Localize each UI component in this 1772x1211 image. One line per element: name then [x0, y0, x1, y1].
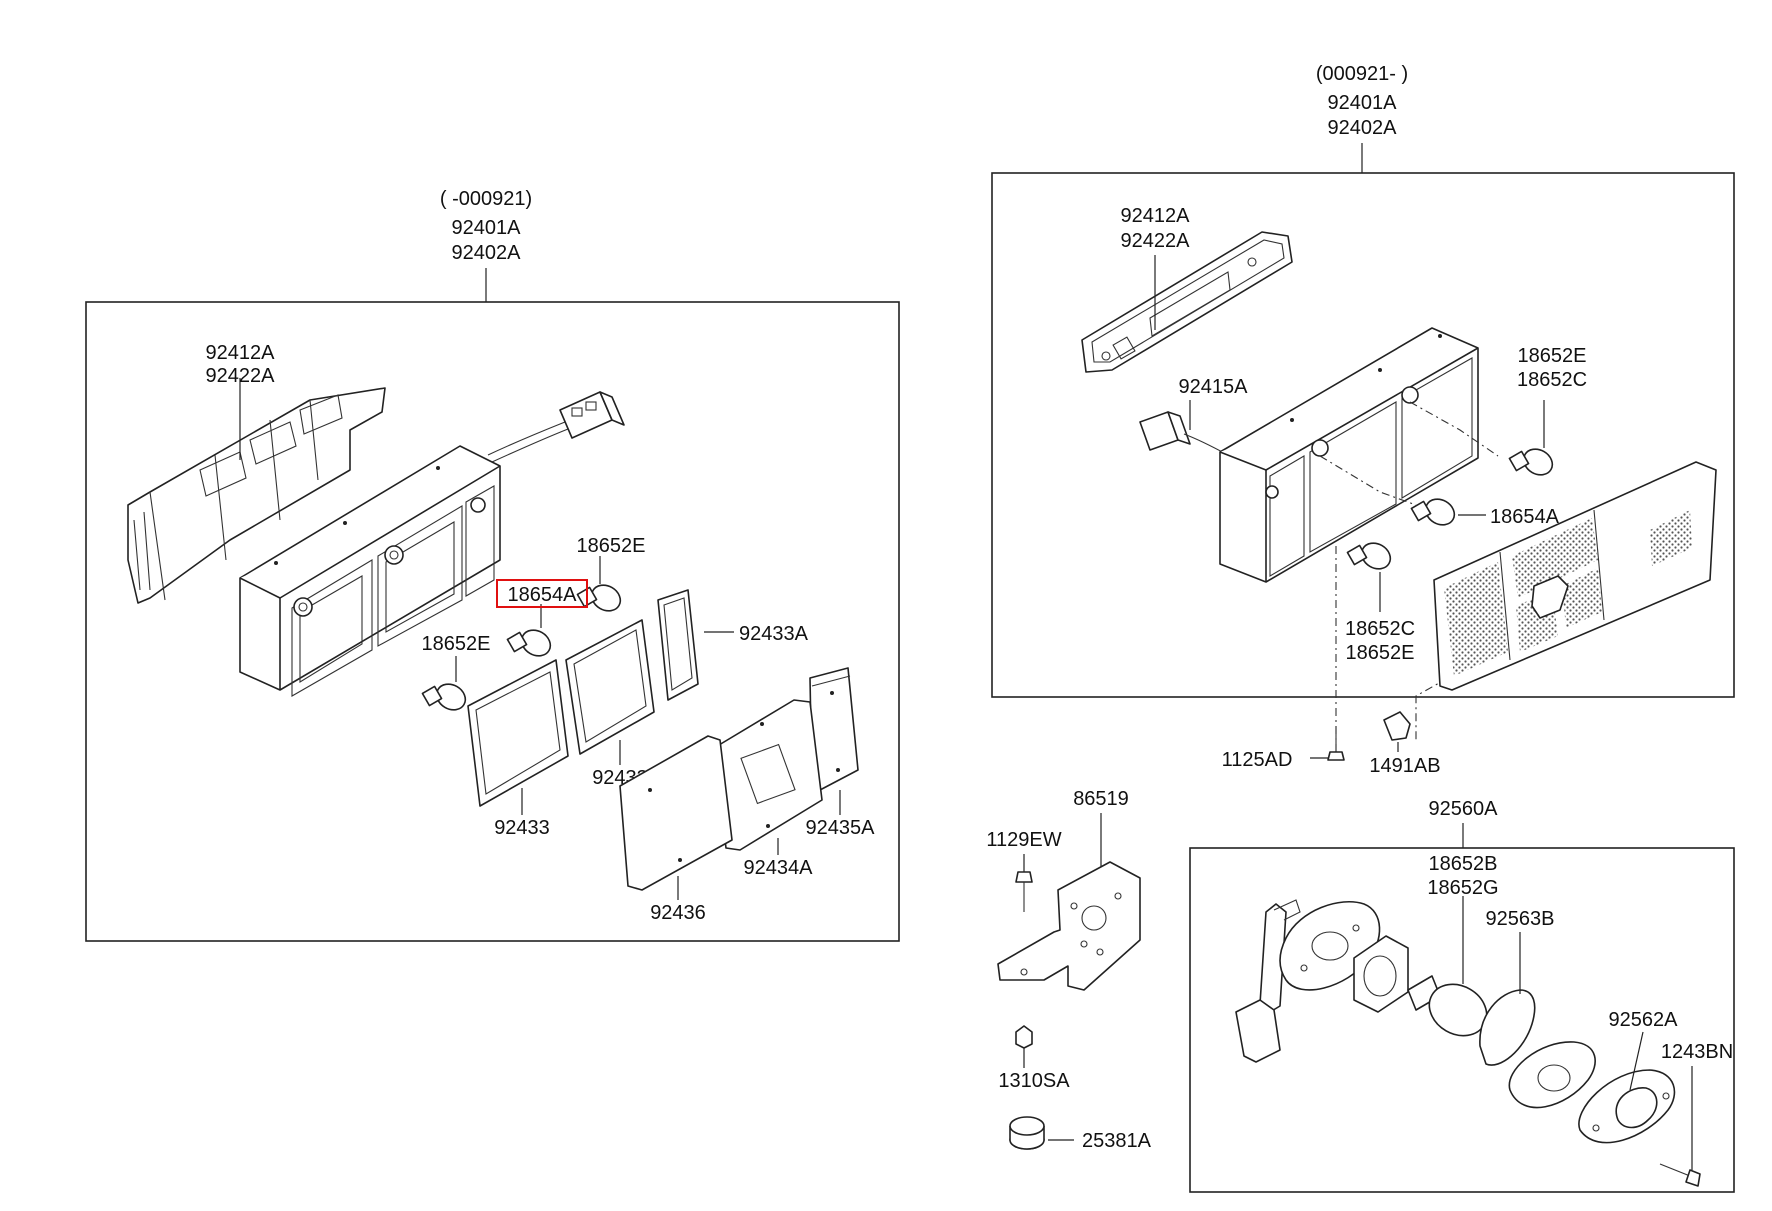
right-bulb-alignment-line — [1319, 455, 1417, 506]
label-92433A[interactable]: 92433A — [739, 623, 809, 645]
right-clip-alignment-line — [1415, 677, 1449, 740]
label-18652E-left[interactable]: 18652E — [422, 633, 491, 655]
left-assembly-period: ( -000921) — [440, 188, 532, 210]
left-assembly: ( -000921) 92401A 92402A 92412A 92422A — [85, 188, 900, 942]
license-lamp-lens-drawing — [1479, 989, 1536, 1066]
right-assembly: (000921- ) 92401A 92402A 92412A 92422A 9… — [991, 63, 1735, 777]
label-18652G[interactable]: 18652G — [1427, 877, 1498, 899]
left-gasket-small-drawing — [657, 589, 699, 701]
left-bulb-selected-drawing — [506, 629, 552, 657]
label-18654A-right[interactable]: 18654A — [1490, 506, 1560, 528]
license-lamp-assembly: 92560A 18652B 18652G 92563B — [1189, 798, 1735, 1193]
left-wire-harness — [487, 421, 566, 456]
label-1310SA[interactable]: 1310SA — [998, 1070, 1070, 1092]
label-18652E-right[interactable]: 18652E — [1518, 345, 1587, 367]
label-1129EW[interactable]: 1129EW — [986, 829, 1061, 851]
label-86519[interactable]: 86519 — [1073, 788, 1129, 810]
bracket-86519-drawing — [997, 861, 1141, 991]
label-92562A[interactable]: 92562A — [1609, 1009, 1679, 1031]
right-bulb-top-drawing — [1508, 448, 1554, 476]
label-92433-left[interactable]: 92433 — [494, 817, 550, 839]
right-lamp-body-drawing — [1219, 327, 1479, 583]
left-gasket-mid-drawing — [565, 619, 655, 755]
left-bulb-top-drawing — [576, 584, 622, 612]
license-lamp-gasket-drawing — [1508, 1041, 1596, 1109]
license-lamp-cover-drawing — [1578, 1069, 1676, 1144]
left-housing-bracket-drawing — [127, 387, 386, 604]
left-lens-mid-drawing — [713, 699, 823, 851]
right-bulb-mid-drawing — [1410, 498, 1456, 526]
label-92563B[interactable]: 92563B — [1486, 908, 1555, 930]
label-92412A-left[interactable]: 92412A — [206, 342, 276, 364]
label-18652E-low[interactable]: 18652E — [1346, 642, 1415, 664]
label-92434A[interactable]: 92434A — [744, 857, 814, 879]
left-assembly-frame — [85, 301, 900, 942]
right-assembly-frame — [991, 172, 1735, 698]
left-gasket-left-drawing — [467, 659, 569, 807]
label-92412A-right[interactable]: 92412A — [1121, 205, 1191, 227]
label-25381A[interactable]: 25381A — [1082, 1130, 1152, 1152]
label-18652E-top[interactable]: 18652E — [577, 535, 646, 557]
license-lamp-screw-drawing — [1659, 1163, 1701, 1187]
label-18654A-selected[interactable]: 18654A — [508, 584, 578, 606]
loose-parts: 86519 1129EW 1310SA 25381A — [986, 788, 1151, 1152]
label-92435A[interactable]: 92435A — [806, 817, 876, 839]
license-lamp-frame — [1189, 847, 1735, 1193]
right-bulb-low-drawing — [1346, 542, 1392, 570]
label-92415A[interactable]: 92415A — [1179, 376, 1249, 398]
license-lamp-gasket-leader — [1629, 1031, 1644, 1091]
bolt-1129EW-drawing — [1015, 871, 1033, 912]
label-18652B[interactable]: 18652B — [1429, 853, 1498, 875]
right-assembly-part-upper[interactable]: 92401A — [1328, 92, 1398, 114]
label-18652C-low[interactable]: 18652C — [1345, 618, 1415, 640]
right-screw-drawing — [1327, 726, 1345, 761]
right-clip-drawing — [1383, 711, 1411, 741]
left-assembly-part-upper[interactable]: 92401A — [452, 217, 522, 239]
label-92422A-left[interactable]: 92422A — [206, 365, 276, 387]
label-92436[interactable]: 92436 — [650, 902, 706, 924]
label-92422A-right[interactable]: 92422A — [1121, 230, 1191, 252]
right-assembly-part-lower[interactable]: 92402A — [1328, 117, 1398, 139]
left-connector-drawing — [559, 391, 625, 439]
label-18652C-right[interactable]: 18652C — [1517, 369, 1587, 391]
right-lens-cover-drawing — [1433, 461, 1717, 691]
license-lamp-bulb-drawing — [1407, 975, 1488, 1037]
left-lamp-body-drawing — [239, 445, 501, 697]
label-1491AB[interactable]: 1491AB — [1369, 755, 1440, 777]
left-bulb-left-drawing — [421, 683, 467, 711]
nut-1310SA-drawing — [1015, 1025, 1033, 1049]
label-1125AD[interactable]: 1125AD — [1222, 749, 1293, 771]
right-mounting-bracket-drawing — [1081, 231, 1293, 373]
left-assembly-part-lower[interactable]: 92402A — [452, 242, 522, 264]
left-lens-left-drawing — [619, 735, 733, 891]
right-assembly-period: (000921- ) — [1316, 63, 1408, 85]
license-lamp-part-number[interactable]: 92560A — [1429, 798, 1499, 820]
right-connector-drawing — [1139, 411, 1229, 456]
selected-part-highlight-box[interactable] — [496, 579, 588, 608]
spacer-25381A-drawing — [1009, 1116, 1045, 1150]
label-1243BN[interactable]: 1243BN — [1661, 1041, 1733, 1063]
